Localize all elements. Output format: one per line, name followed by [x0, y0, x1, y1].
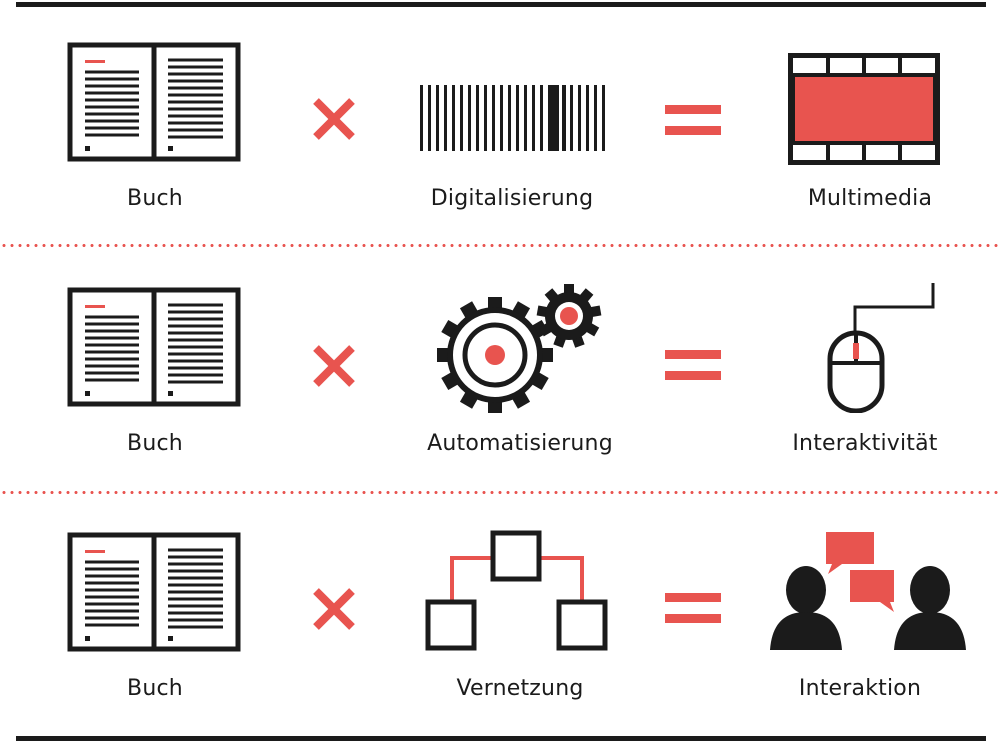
barcode-icon	[420, 85, 605, 151]
computer-mouse-icon	[827, 283, 935, 413]
equation-row-2: Buch	[0, 245, 1000, 490]
row-3-left-label: Buch	[127, 676, 183, 701]
row-2-middle-label: Automatisierung	[427, 431, 613, 456]
row-separator-1	[0, 244, 1000, 247]
equals-icon	[665, 350, 721, 380]
network-diagram-icon	[425, 530, 608, 651]
open-book-icon	[67, 287, 243, 409]
row-2-right-label: Interaktivität	[792, 431, 938, 456]
open-book-icon	[67, 532, 243, 654]
equals-icon	[665, 593, 721, 623]
row-3-middle-label: Vernetzung	[456, 676, 584, 701]
equals-icon	[665, 105, 721, 135]
equation-row-1: Buch Digitalisierung Multimedia	[0, 0, 1000, 245]
row-1-middle-label: Digitalisierung	[430, 186, 594, 211]
row-separator-2	[0, 491, 1000, 494]
bottom-border	[16, 736, 986, 741]
row-1-right-label: Multimedia	[807, 186, 933, 211]
row-2-left-label: Buch	[127, 431, 183, 456]
film-strip-icon	[788, 53, 940, 165]
times-icon	[310, 95, 358, 143]
row-1-left-label: Buch	[127, 186, 183, 211]
top-border	[16, 2, 986, 7]
row-3-right-label: Interaktion	[798, 676, 922, 701]
times-icon	[310, 585, 358, 633]
gears-icon	[437, 284, 602, 413]
times-icon	[310, 342, 358, 390]
people-talking-icon	[770, 532, 966, 650]
open-book-icon	[67, 42, 243, 164]
equation-row-3: Buch Vernetzung Interaktion	[0, 490, 1000, 735]
